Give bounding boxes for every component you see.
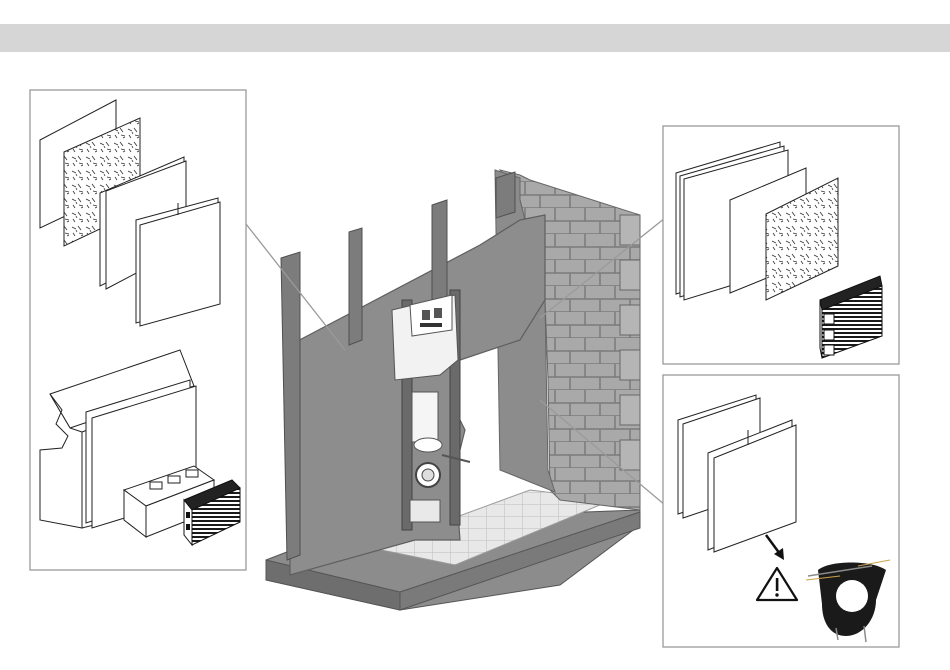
- central-wall-scene: [246, 170, 665, 610]
- panel-left: [30, 90, 246, 570]
- metal-stud-board: [136, 198, 220, 326]
- panel-bottom-right: [663, 375, 899, 647]
- panel-top-right: [663, 126, 899, 364]
